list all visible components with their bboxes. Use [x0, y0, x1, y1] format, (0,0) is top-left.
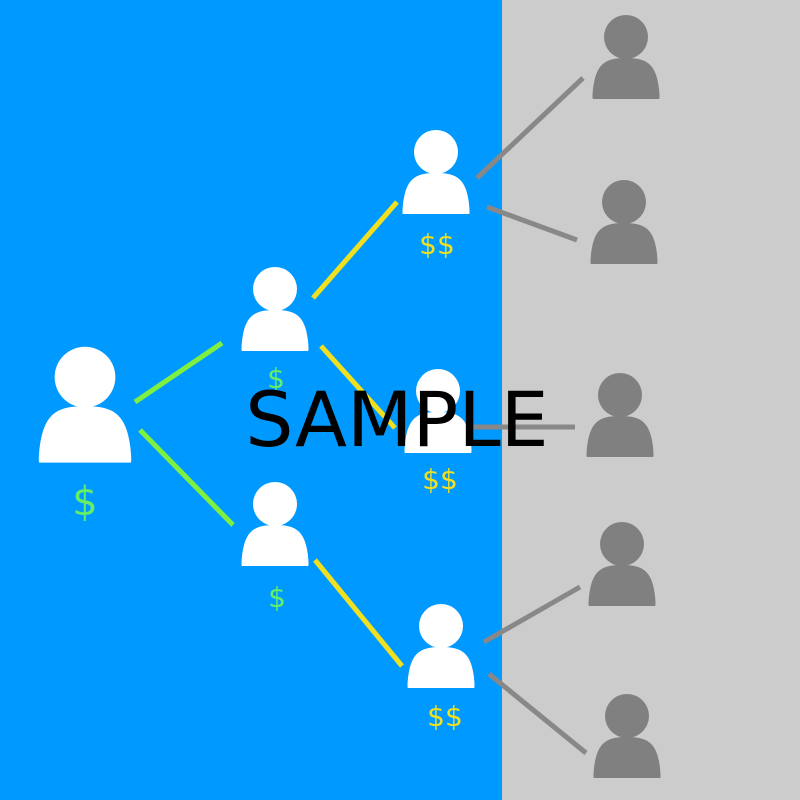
sample-watermark: SAMPLE: [245, 375, 548, 464]
level3-person-2-icon: [590, 180, 658, 264]
link-lower-to-bottom: [313, 558, 404, 668]
inactive-region-background: [502, 0, 800, 800]
link-bottom-to-gray-4: [482, 584, 582, 645]
link-top-to-gray-2: [486, 204, 578, 243]
root-currency-label: $: [72, 479, 97, 525]
level2-bottom-person-icon: [407, 604, 475, 688]
link-root-to-upper: [133, 340, 224, 405]
link-top-to-gray-1: [475, 76, 585, 180]
level3-person-3-icon: [586, 373, 654, 457]
level2-bottom-currency-label: $$: [427, 700, 463, 733]
link-upper-to-middle: [319, 344, 397, 430]
level3-person-1-icon: [592, 15, 660, 99]
link-bottom-to-gray-5: [487, 672, 588, 755]
link-root-to-lower: [138, 428, 235, 527]
level1-upper-person-icon: [241, 267, 309, 351]
root-person-icon: [38, 346, 132, 463]
level2-middle-person-icon: [404, 369, 472, 453]
level3-person-4-icon: [588, 522, 656, 606]
level3-person-5-icon: [593, 694, 661, 778]
people: [38, 15, 661, 778]
level1-lower-currency-label: $: [268, 581, 286, 614]
level2-top-currency-label: $$: [419, 228, 455, 261]
level2-middle-currency-label: $$: [422, 463, 458, 496]
level1-upper-currency-label: $: [267, 362, 285, 395]
level2-top-person-icon: [402, 130, 470, 214]
link-upper-to-top: [311, 200, 399, 300]
currency-labels: $ $ $ $$ $$ $$: [72, 228, 463, 733]
connectors: [133, 76, 588, 755]
level1-lower-person-icon: [241, 482, 309, 566]
